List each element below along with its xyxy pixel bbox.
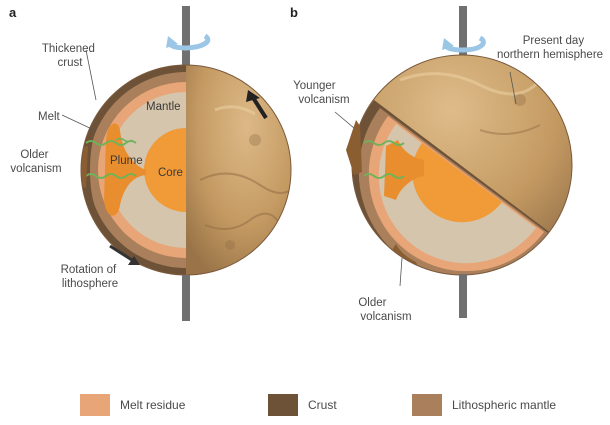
rotation-axis-top-b (459, 6, 467, 62)
legend-label-lithospheric-mantle: Lithospheric mantle (452, 398, 557, 412)
legend-label-crust: Crust (308, 398, 337, 412)
label-core: Core (158, 167, 183, 179)
planet-a (81, 65, 291, 275)
core-a (144, 128, 186, 212)
plume-a (104, 123, 146, 216)
legend-swatch-crust (268, 394, 298, 416)
legend-item-lithospheric-mantle: Lithospheric mantle (412, 392, 556, 418)
label-thickened-crust-2: crust (58, 57, 84, 69)
surface-texture (199, 172, 291, 194)
core-b (412, 143, 502, 223)
melt-wave-3 (115, 137, 133, 143)
panel-b: b Present day (290, 5, 603, 323)
plume-b (384, 140, 424, 200)
rotation-axis-bottom-b (459, 274, 467, 318)
legend-swatch-melt-residue (80, 394, 110, 416)
label-rotation-2: lithosphere (62, 278, 118, 290)
surface-arrow-icon (250, 94, 268, 120)
panel-b-letter: b (290, 5, 298, 20)
panel-a: a (9, 5, 292, 321)
svg-text:Older volcanism: Older volcanism (10, 149, 61, 175)
label-mantle: Mantle (146, 101, 181, 113)
rotation-axis-top (182, 6, 190, 70)
planet-b (352, 55, 572, 275)
lithosphere-rotation-arrow-icon (109, 244, 136, 264)
older-volcanism-a (81, 146, 88, 188)
label-plume: Plume (110, 155, 143, 167)
svg-text:Older volcanism: Older volcanism (358, 297, 411, 323)
label-thickened-crust-1: Thickened (42, 43, 95, 55)
svg-text:Younger volcanism: Younger volcanism (293, 80, 349, 106)
svg-text:Present day northern hem: Present day northern hemisphere (497, 35, 603, 61)
melt-wave-2 (85, 173, 137, 179)
svg-text:Rotation of lithosphere: Rotation of lithosphere (61, 264, 120, 290)
melt-wave-b-2 (363, 173, 405, 179)
panel-a-letter: a (9, 5, 17, 20)
label-younger-volcanism-1: Younger (293, 80, 336, 92)
legend-item-crust: Crust (268, 392, 337, 418)
label-present-day-1: Present day (523, 35, 585, 47)
label-older-volcanism-b-1: Older (358, 297, 386, 309)
label-older-volcanism-a-2: volcanism (10, 163, 61, 175)
melt-wave-1 (85, 140, 137, 146)
legend-label-melt-residue: Melt residue (120, 398, 186, 412)
svg-text:Thickened crust: Thickened crust (42, 43, 98, 69)
legend: Melt residue Crust Lithospheric mantle (0, 392, 610, 418)
label-younger-volcanism-2: volcanism (298, 94, 349, 106)
younger-volcanism-b (346, 120, 362, 175)
melt-wave-b-1 (363, 140, 405, 146)
legend-item-melt-residue: Melt residue (80, 392, 185, 418)
label-rotation-1: Rotation of (61, 264, 117, 276)
planet-a-surface (186, 65, 291, 275)
label-older-volcanism-b-2: volcanism (360, 311, 411, 323)
legend-swatch-lithospheric-mantle (412, 394, 442, 416)
label-older-volcanism-a-1: Older (20, 149, 48, 161)
label-melt-a: Melt (38, 111, 61, 123)
label-present-day-2: northern hemisphere (497, 49, 603, 61)
rotation-axis-bottom (182, 275, 190, 321)
